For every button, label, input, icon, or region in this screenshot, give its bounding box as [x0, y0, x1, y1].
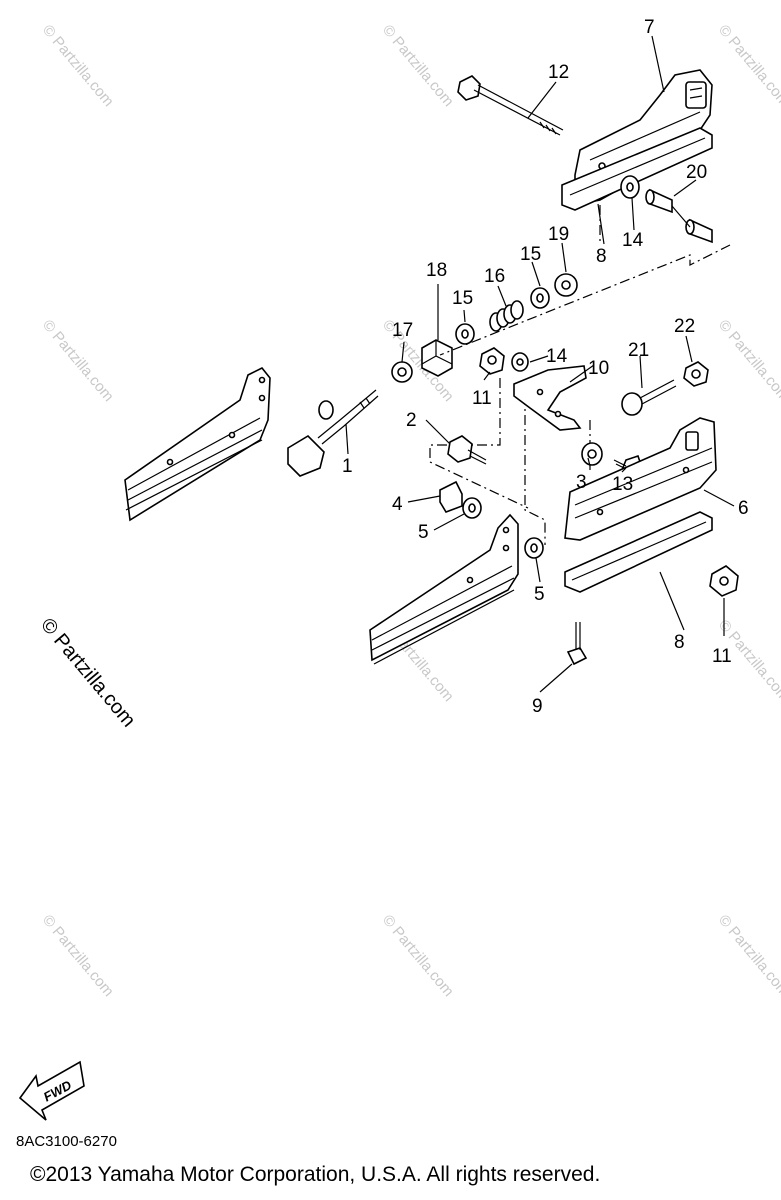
callout-11: 11 [712, 646, 732, 667]
watermark: © Partzilla.com [715, 317, 781, 405]
seat-frame-left-upper [124, 366, 271, 522]
seat-frame-left-lower [369, 513, 519, 665]
collar-part-17 [391, 361, 413, 383]
nut-part-11-lower [709, 565, 739, 597]
callout-12: 12 [548, 62, 569, 83]
leader-lines [345, 35, 735, 693]
callout-9: 9 [532, 696, 543, 717]
callout-6: 6 [738, 498, 749, 519]
diagram-code: 8AC3100-6270 [16, 1133, 117, 1150]
watermark: © Partzilla.com [379, 912, 457, 1000]
assembly-line [524, 395, 546, 545]
watermark: © Partzilla.com [39, 22, 117, 110]
rail-part-6 [564, 417, 717, 541]
watermark: © Partzilla.com [379, 22, 457, 110]
bushing-part-15-upper [530, 287, 550, 309]
collar-part-4 [439, 480, 463, 513]
callout-10: 10 [588, 358, 609, 379]
washer-part-14-lower [511, 352, 529, 372]
screw-part-9 [566, 622, 588, 666]
callout-21: 21 [628, 340, 649, 361]
nut-part-22 [683, 361, 709, 387]
callout-16: 16 [484, 266, 505, 287]
fwd-arrow-icon: FWD [18, 1060, 85, 1121]
assembly-line [439, 244, 731, 356]
watermark: © Partzilla.com [39, 317, 117, 405]
watermark-large: © Partzilla.com [36, 614, 139, 731]
bushing-part-5-left [462, 497, 482, 519]
block-part-18 [421, 339, 453, 377]
bolt-part-12 [457, 75, 564, 136]
nut-part-3 [581, 442, 603, 466]
callout-22: 22 [674, 316, 695, 337]
copyright-notice: ©2013 Yamaha Motor Corporation, U.S.A. A… [30, 1163, 601, 1186]
callout-18: 18 [426, 260, 447, 281]
watermark: © Partzilla.com [715, 912, 781, 1000]
callout-15: 15 [452, 288, 473, 309]
callout-8: 8 [674, 632, 685, 653]
callout-1: 1 [342, 456, 353, 477]
pin-part-20 [645, 188, 713, 244]
callout-11: 11 [472, 388, 492, 409]
washer-part-14-upper [620, 175, 640, 199]
bolt-part-21 [621, 379, 677, 416]
callout-14: 14 [622, 230, 644, 251]
bushing-part-15-lower [455, 323, 475, 345]
watermark-layer: © Partzilla.com © Partzilla.com © Partzi… [36, 22, 781, 1000]
callout-labels: 12 7 20 14 8 19 15 16 18 15 17 14 10 11 … [342, 17, 749, 717]
nut-part-19 [554, 273, 578, 297]
callout-2: 2 [406, 410, 417, 431]
callout-20: 20 [686, 162, 707, 183]
callout-8: 8 [596, 246, 607, 267]
callout-15: 15 [520, 244, 541, 265]
spring-part-16 [489, 300, 524, 332]
bracket-part-10 [513, 365, 587, 431]
callout-17: 17 [392, 320, 413, 341]
slide-part-8-lower [564, 511, 713, 593]
bolt-part-1 [287, 389, 379, 477]
upper-slide-part-8 [561, 127, 713, 211]
callout-7: 7 [644, 17, 655, 38]
watermark: © Partzilla.com [715, 22, 781, 110]
bushing-part-5-right [524, 537, 544, 559]
watermark: © Partzilla.com [39, 912, 117, 1000]
callout-5: 5 [418, 522, 429, 543]
bolt-part-2 [447, 435, 487, 465]
callout-5: 5 [534, 584, 545, 605]
callout-3: 3 [576, 472, 587, 493]
callout-14: 14 [546, 346, 568, 367]
callout-19: 19 [548, 224, 569, 245]
nut-part-11-upper [479, 347, 505, 375]
assembly-line [429, 378, 529, 509]
callout-13: 13 [612, 474, 633, 495]
callout-4: 4 [392, 494, 403, 515]
